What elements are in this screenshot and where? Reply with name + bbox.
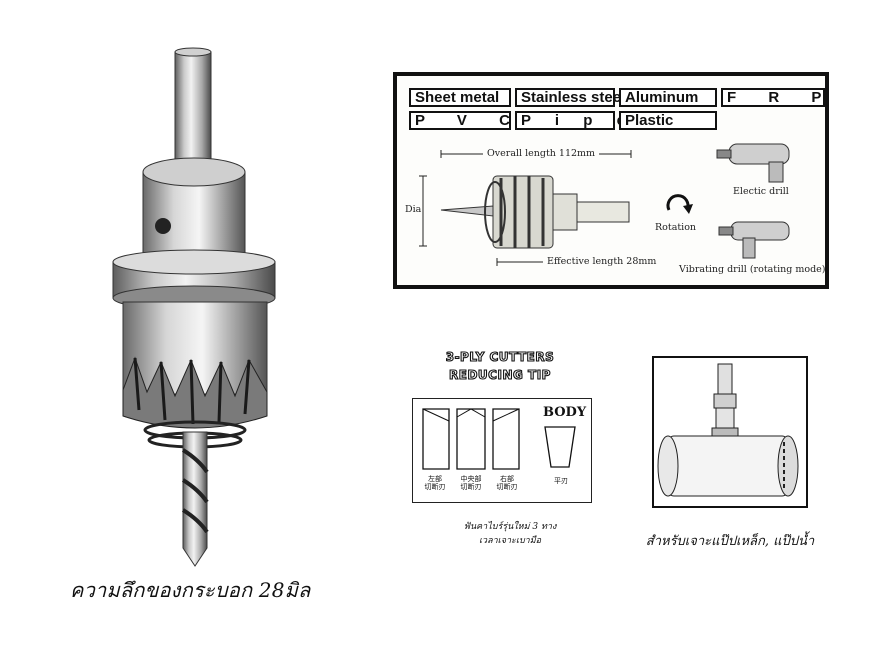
material-sheet-metal: Sheet metal	[409, 88, 511, 107]
pipe-drilling-drawing	[657, 363, 799, 497]
cutter-dimension-drawing	[419, 143, 790, 266]
body-tip-label: 平刃	[554, 477, 568, 485]
ply-caption: ฟันคาไบร์รุ่นใหม่ 3 ทาง เวลาเจาะเบามือ	[430, 520, 590, 548]
ply-caption-line2: เวลาเจาะเบามือ	[478, 536, 542, 546]
body-tip-shape	[544, 426, 576, 468]
tip-left-shape	[422, 408, 450, 470]
cutter-teeth	[122, 356, 268, 429]
electric-drill-label: Electic drill	[733, 186, 789, 197]
ply-title-line1: 3-PLY CUTTERS	[445, 349, 555, 364]
ply-diagram: BODY 左部 切断刃 中央部 切断刃 右部 切断刃 平刃	[412, 398, 592, 503]
ply-title-line2: REDUCING TIP	[448, 367, 551, 382]
depth-caption: ความลึกของกระบอก 28มิล	[70, 578, 311, 602]
material-plastic: Plastic	[619, 111, 717, 130]
annular-cutter-illustration	[112, 47, 276, 567]
material-pipe: P i p e	[515, 111, 625, 130]
pipe-caption: สำหรับเจาะแป๊ปเหล็ก, แป๊ปน้ำ	[645, 534, 815, 549]
overall-length-label: Overall length 112mm	[483, 148, 600, 159]
effective-length-label: Effective length 28mm	[547, 256, 657, 267]
rotation-label: Rotation	[655, 222, 697, 233]
material-frp: F R P	[721, 88, 825, 107]
tip-center-shape	[456, 408, 486, 470]
vibrating-drill-label: Vibrating drill (rotating mode)	[679, 264, 826, 275]
shank	[174, 51, 212, 171]
ply-title: 3-PLY CUTTERS REDUCING TIP	[420, 348, 580, 384]
electric-drill-icon	[716, 143, 790, 183]
material-stainless-steel: Stainless steel	[515, 88, 625, 107]
material-pvc: P V C	[409, 111, 511, 130]
dia-label: Dia	[405, 204, 422, 215]
body-label: BODY	[543, 405, 587, 420]
tip-right-shape	[492, 408, 520, 470]
vibrating-drill-icon	[718, 221, 790, 259]
pipe-drilling-panel	[652, 356, 808, 508]
spec-panel: Sheet metal Stainless steel Aluminum F R…	[393, 72, 829, 289]
tip-left-label: 左部 切断刃	[424, 475, 446, 491]
tip-center-label: 中央部 切断刃	[460, 475, 482, 491]
set-screw-hole	[155, 218, 171, 234]
material-aluminum: Aluminum	[619, 88, 717, 107]
ply-caption-line1: ฟันคาไบร์รุ่นใหม่ 3 ทาง	[463, 522, 557, 532]
tip-right-label: 右部 切断刃	[496, 475, 518, 491]
